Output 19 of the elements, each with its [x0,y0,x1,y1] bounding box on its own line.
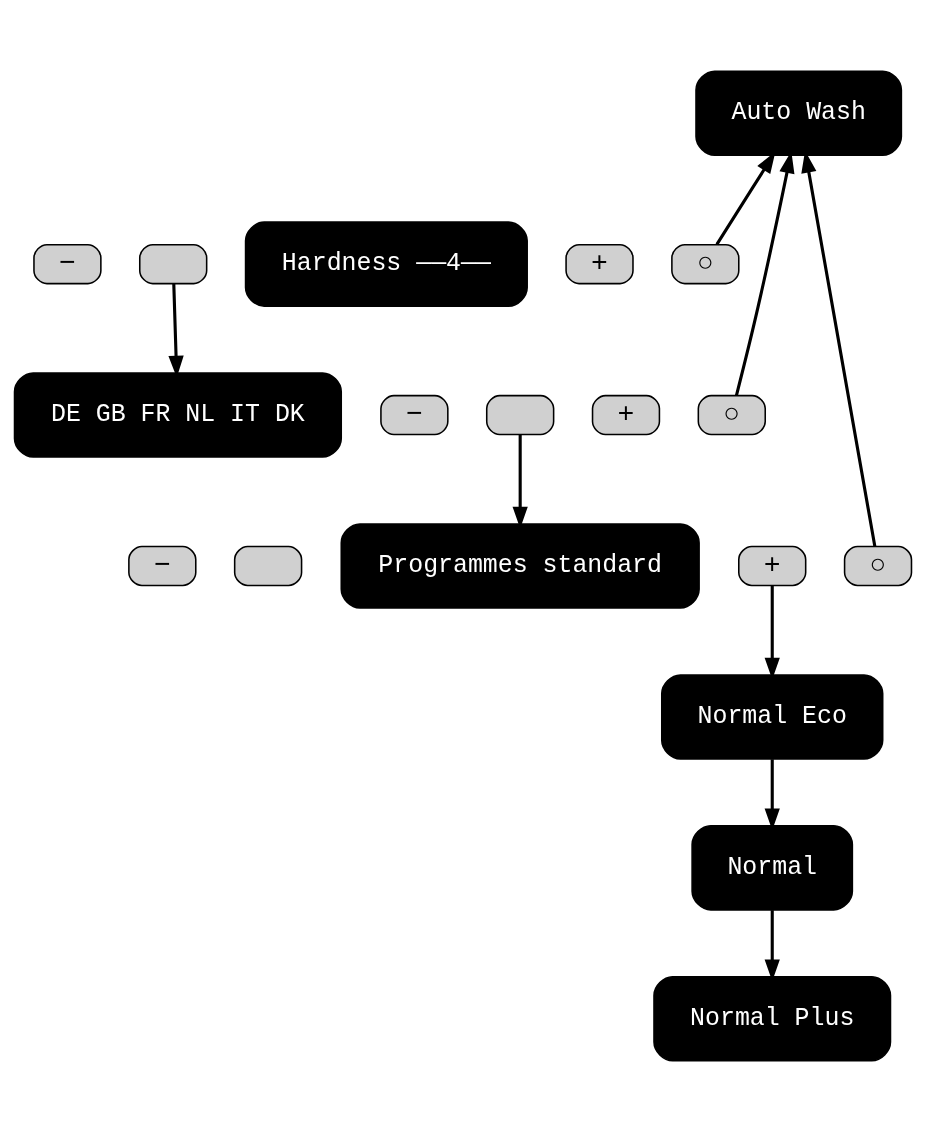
node-box: Normal [691,825,854,911]
node-box: Normal Eco [661,674,884,760]
node-box: + [591,394,661,436]
node-box: Programmes standard [340,523,700,609]
node-box [485,394,555,436]
node-box [233,545,303,587]
node-box: DE GB FR NL IT DK [13,372,343,458]
node-box: Auto Wash [695,70,903,156]
node-box: ○ [843,545,913,587]
node-box: + [565,243,634,285]
node-box: + [738,545,807,587]
node-box: ○ [697,394,766,436]
node-box: − [33,243,102,285]
node-box: − [128,545,197,587]
node-box: − [380,394,449,436]
node-box: Hardness ——4—— [244,221,528,307]
node-box [139,243,208,285]
node-box: Normal Plus [653,976,892,1062]
node-box: ○ [671,243,740,285]
